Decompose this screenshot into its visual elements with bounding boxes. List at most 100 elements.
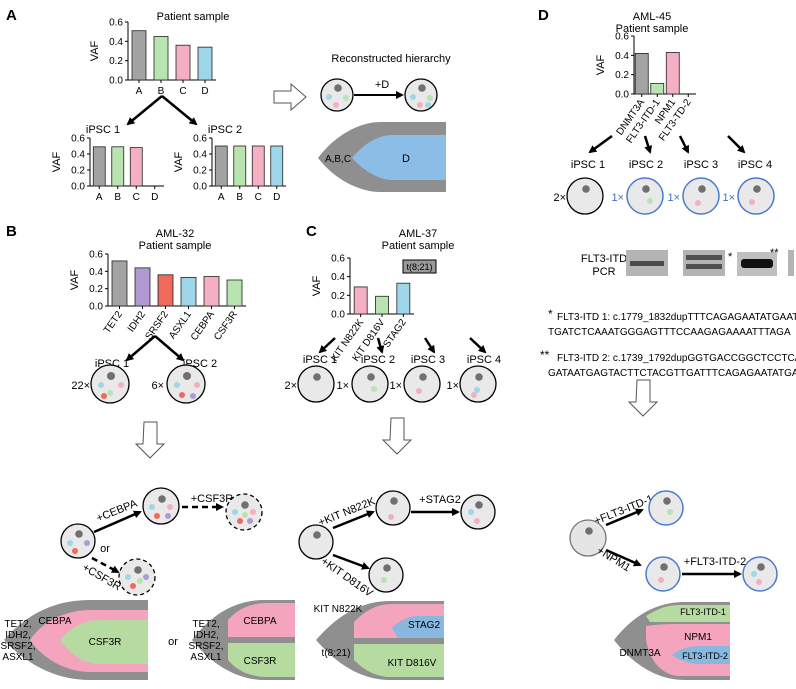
c-fish-inner: STAG2 (408, 620, 440, 631)
d-fish-left: DNMT3A (619, 648, 660, 659)
panel-c-title2: Patient sample (382, 240, 455, 252)
d-pcr-label2: PCR (592, 266, 615, 278)
c-count1: 2× (284, 380, 297, 392)
x-tick-label: C (133, 192, 140, 203)
panel-letter-d: D (538, 7, 549, 24)
d-itd1-line2: TGATCTCAAATGGGAGTTTCCAAGAGAAAATTTAGA (548, 327, 791, 338)
d-cell-ipsc3 (682, 177, 720, 215)
x-tick-label: C (179, 86, 186, 97)
d-cell-ipsc1 (566, 177, 604, 215)
b-fish1-left-1: IDH2, (5, 630, 31, 641)
x-tick-label: A (136, 86, 143, 97)
d-count2: 1× (611, 192, 624, 204)
b-alt-cell-dashed (118, 558, 156, 596)
panel-c: C AML-37 Patient sample t(8;21) iPSC 1 i… (284, 223, 501, 680)
c-ipsc2-label: iPSC 2 (361, 354, 395, 366)
panel-b-title1: AML-32 (156, 228, 195, 240)
cell-founder (320, 78, 354, 112)
b-fish2-top: CEBPA (243, 616, 276, 627)
bar-dnmt3a (634, 53, 649, 95)
d-cell-ipsc2 (626, 177, 664, 215)
c-ipsc-arrows (318, 337, 487, 354)
x-tick-label: B (236, 192, 243, 203)
y-tick-label: 0.4 (71, 150, 85, 161)
y-tick-label: 0.4 (193, 150, 207, 161)
d-itd2-line1: FLT3-ITD 2: c.1739_1792dupGGTGACCGGCTCCT… (557, 353, 796, 364)
x-tick-label: STAG2 (381, 317, 409, 350)
d-step1: +FLT3-ITD-1 (593, 493, 655, 528)
bar-npm1 (665, 52, 680, 95)
c-cell-ipsc2 (351, 365, 389, 403)
b-fish1-mid: CEBPA (38, 616, 71, 627)
b-fish2-left-1: IDH2, (193, 630, 219, 641)
b-cebpa-arrow (93, 510, 142, 534)
y-tick-label: 0.2 (193, 166, 207, 177)
bar-d (197, 46, 213, 81)
y-tick-label: 0.0 (71, 182, 85, 193)
bar-b (111, 146, 125, 187)
c-step3: +KIT D816V (319, 555, 376, 600)
c-cell-ipsc4 (459, 365, 497, 403)
panel-a: A Patient sample iPSC 1 iPSC 2 Reconstru… (6, 7, 451, 192)
bar-stag2 (396, 282, 411, 315)
d-ipsc1-label: iPSC 1 (571, 159, 605, 171)
c-cell-ipsc1 (297, 365, 335, 403)
panel-c-title1: AML-37 (399, 228, 438, 240)
c-ipsc1-label: iPSC 1 (303, 354, 337, 366)
b-fish1-left-3: ASXL1 (2, 652, 34, 663)
b-fish-2: TET2, IDH2, SRSF2, ASXL1 CEBPA CSF3R (188, 600, 295, 680)
y-tick-label: 0.6 (109, 18, 123, 29)
b-or2: or (168, 636, 178, 648)
d-count1: 2× (553, 192, 566, 204)
cell-b-ipsc2 (166, 364, 206, 404)
d-count4: 1× (722, 192, 735, 204)
c-hollow-down-arrow-icon (381, 417, 413, 455)
b-fish2-bottom: CSF3R (244, 656, 277, 667)
bar-a (131, 30, 147, 81)
c-ipsc4-label: iPSC 4 (467, 354, 501, 366)
d-hollow-down-arrow-icon (627, 379, 659, 417)
b-csf3r-alt-arrow (91, 556, 120, 574)
cell-b-ipsc1 (90, 364, 130, 404)
b-fish1-left-0: TET2, (4, 619, 31, 630)
bar-d (270, 145, 284, 187)
panel-b: B AML-32 Patient sample iPSC 1 iPSC 2 22… (0, 223, 295, 680)
y-tick-label: 0.6 (193, 134, 207, 145)
b-fish2-left-3: ASXL1 (190, 652, 222, 663)
d-ipsc3-label: iPSC 3 (684, 159, 718, 171)
c-translocation-label: t(8;21) (406, 262, 432, 272)
x-tick-label: D (273, 192, 280, 203)
x-tick-label: D (201, 86, 208, 97)
hollow-arrow-icon (273, 82, 307, 112)
c-count3: 1× (389, 380, 402, 392)
b-or1: or (100, 543, 110, 555)
b-fish-1: TET2, IDH2, SRSF2, ASXL1 CEBPA CSF3R (0, 600, 148, 680)
x-tick-label: IDH2 (126, 309, 148, 334)
x-tick-label: D (151, 192, 158, 203)
y-tick-label: 0.2 (331, 291, 345, 302)
bar-idh2 (134, 267, 151, 307)
bar-a (214, 145, 228, 187)
c-fish-bottom: KIT D816V (388, 658, 437, 669)
y-tick-label: 0.0 (615, 90, 629, 101)
y-tick-label: 0.4 (89, 267, 103, 278)
d-gel-star2: ** (770, 247, 779, 259)
c-ipsc3-label: iPSC 3 (411, 354, 445, 366)
d-fish: FLT3-ITD-1 NPM1 DNMT3A FLT3-ITD-2 (614, 602, 730, 680)
cell-plus-d (404, 78, 438, 112)
d-itd1-cell (648, 490, 684, 526)
d-star1: * (728, 251, 733, 263)
b-fish1-left-2: SRSF2, (0, 641, 35, 652)
bar-cebpa (203, 276, 220, 307)
y-tick-label: 0.4 (331, 272, 345, 283)
b-fish2-left-2: SRSF2, (188, 641, 223, 652)
bar-csf3r (226, 279, 243, 307)
y-tick-label: 0.6 (331, 254, 345, 265)
panel-b-title2: Patient sample (139, 240, 212, 252)
panel-letter-c: C (306, 223, 317, 240)
bar-a (92, 146, 106, 187)
